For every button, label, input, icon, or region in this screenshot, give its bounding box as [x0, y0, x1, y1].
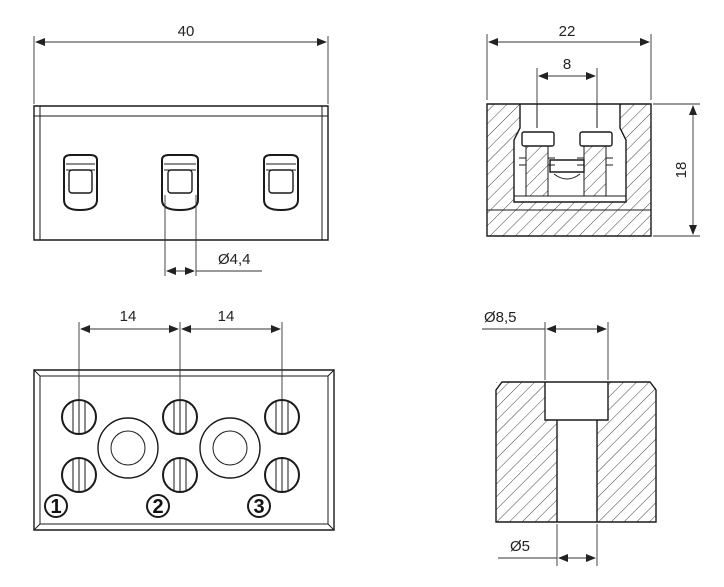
svg-text:1: 1: [50, 496, 61, 518]
svg-text:3: 3: [253, 496, 264, 518]
dim-section-bottom-dia: Ø5: [510, 538, 530, 555]
dim-side-height: 18: [673, 162, 690, 179]
dim-side-width: 22: [559, 23, 576, 40]
dim-section-top-dia: Ø8,5: [484, 309, 517, 326]
dim-pitch-right: 14: [218, 308, 235, 325]
dim-side-inner: 8: [563, 56, 571, 73]
side-section-view: 22 8 18: [486, 23, 700, 237]
front-terminal-1: [63, 154, 98, 212]
side-screw-left: [519, 131, 555, 197]
mounting-hole-left: [97, 417, 159, 479]
dim-hole-dia: Ø4,4: [218, 251, 251, 268]
dim-front-width: 40: [178, 23, 195, 40]
terminal-number-2: 2: [146, 494, 170, 518]
dim-pitch-left: 14: [120, 308, 137, 325]
screw-heads: [61, 399, 300, 493]
mounting-hole-right: [199, 417, 261, 479]
hole-section-view: Ø8,5 Ø5: [482, 309, 657, 566]
top-view: 1 2 3 14 14: [33, 308, 335, 531]
svg-text:2: 2: [152, 496, 163, 518]
terminal-number-1: 1: [44, 494, 68, 518]
terminal-number-3: 3: [247, 494, 271, 518]
front-terminal-3: [263, 154, 299, 212]
front-view: 40 Ø4,4: [33, 23, 329, 276]
front-terminal-2: [161, 154, 199, 212]
